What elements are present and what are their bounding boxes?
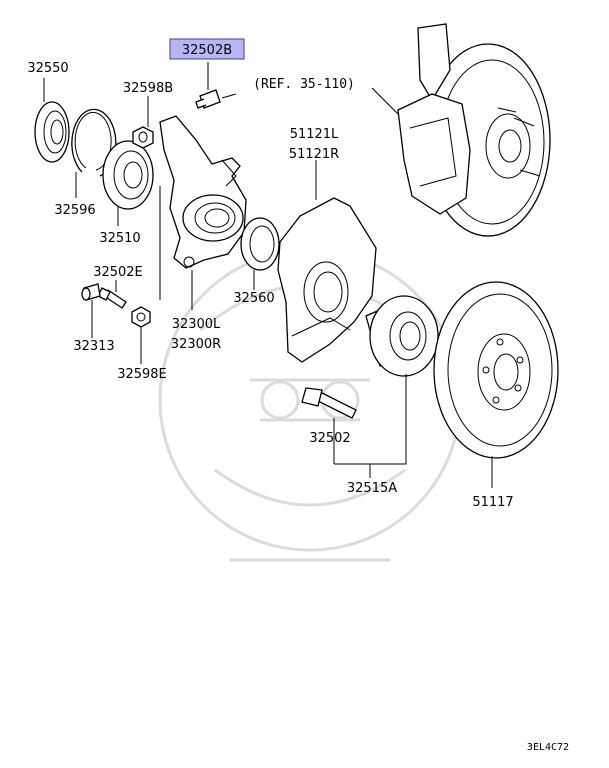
label-32596[interactable]: 32596: [54, 203, 95, 218]
label-reference[interactable]: (REF. 35-110): [253, 77, 355, 92]
part-32502-hub-bolt: [301, 387, 357, 464]
label-32550[interactable]: 32550: [27, 61, 68, 76]
label-32313[interactable]: 32313: [73, 339, 114, 354]
highlight-box[interactable]: [169, 38, 245, 60]
label-51121L[interactable]: 51121L: [290, 127, 339, 142]
part-32510-bearing: [102, 140, 154, 226]
label-32300R[interactable]: 32300R: [171, 337, 221, 352]
part-32502E-stud: [97, 280, 127, 309]
label-51121R[interactable]: 51121R: [289, 147, 339, 162]
label-32598E[interactable]: 32598E: [117, 367, 167, 382]
part-32300-steering-knuckle: [159, 115, 247, 310]
part-32502B-bolt: [195, 62, 237, 109]
label-32598B[interactable]: 32598B: [123, 81, 173, 96]
part-caliper-assembly-reference: [371, 23, 551, 237]
diagram-code: 3EL4C72: [527, 742, 569, 753]
part-51117-brake-disc: [433, 281, 559, 488]
part-32598B-nut: [132, 96, 154, 149]
label-32502B[interactable]: 32502B: [182, 43, 232, 58]
part-32560-dust-seal: [240, 217, 280, 290]
part-32598E-nut: [131, 306, 151, 364]
label-32502E[interactable]: 32502E: [93, 265, 143, 280]
label-32510[interactable]: 32510: [99, 231, 140, 246]
label-51117[interactable]: 51117: [472, 495, 513, 510]
label-32560[interactable]: 32560: [233, 291, 274, 306]
part-32550-oil-seal: [34, 78, 70, 163]
label-32300L[interactable]: 32300L: [172, 317, 221, 332]
part-32515A-hub: [334, 295, 439, 465]
label-32515A[interactable]: 32515A: [347, 481, 397, 496]
part-32313-cap: [81, 283, 101, 338]
label-32502[interactable]: 32502: [309, 431, 350, 446]
part-51121-dust-shield: [277, 160, 377, 363]
